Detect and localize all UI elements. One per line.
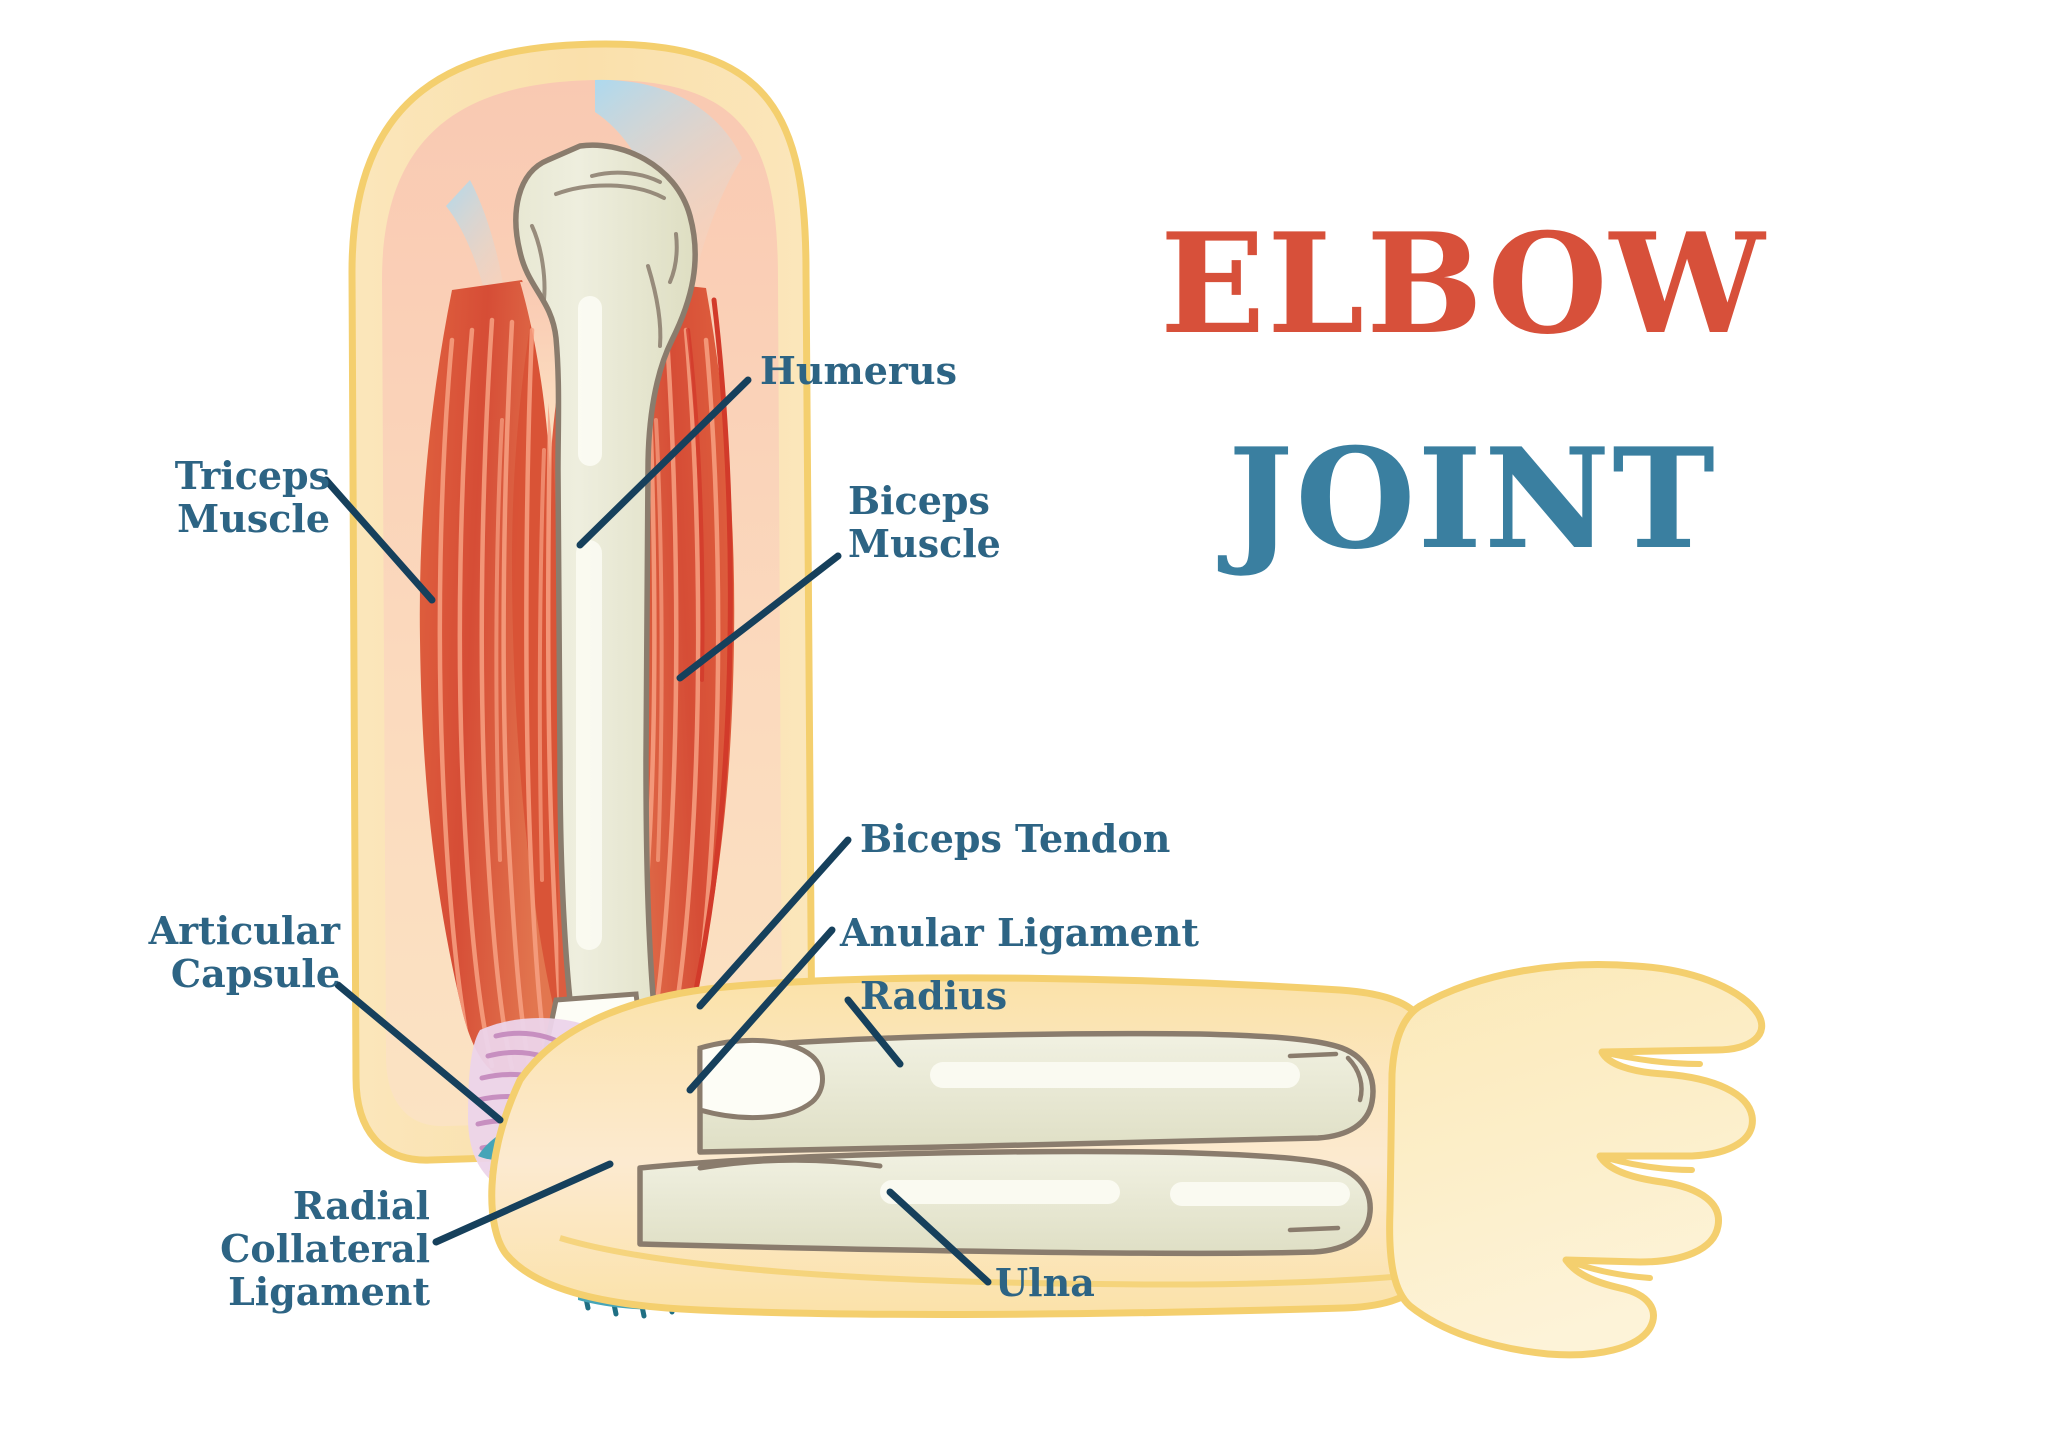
hand — [1386, 961, 1766, 1359]
label-biceps-muscle: Biceps Muscle — [848, 478, 1001, 566]
label-ulna: Ulna — [995, 1260, 1095, 1305]
label-triceps-muscle: Triceps Muscle — [174, 453, 330, 541]
title-joint: JOINT — [1228, 417, 1717, 580]
radius-bone — [697, 1030, 1376, 1155]
leader-articular — [334, 981, 504, 1124]
leader-radius — [844, 996, 904, 1068]
label-radial-collateral-ligament: Radial Collateral Ligament — [220, 1183, 430, 1314]
leader-biceps — [676, 552, 842, 682]
radial-head — [697, 1038, 825, 1120]
leader-radial-coll — [432, 1160, 614, 1246]
leader-triceps — [322, 476, 436, 604]
leader-anular — [686, 926, 836, 1094]
leader-ulna — [886, 1188, 992, 1286]
ulna-bone — [637, 1148, 1373, 1257]
label-articular-capsule: Articular Capsule — [148, 908, 340, 996]
label-radius: Radius — [860, 973, 1008, 1018]
label-anular-ligament: Anular Ligament — [840, 910, 1199, 955]
leader-lines — [322, 376, 992, 1286]
title-elbow: ELBOW — [1160, 202, 1767, 365]
leader-humerus — [576, 376, 752, 549]
label-humerus: Humerus — [760, 348, 957, 393]
leader-biceps-tendon — [696, 836, 852, 1010]
label-biceps-tendon: Biceps Tendon — [860, 816, 1171, 861]
